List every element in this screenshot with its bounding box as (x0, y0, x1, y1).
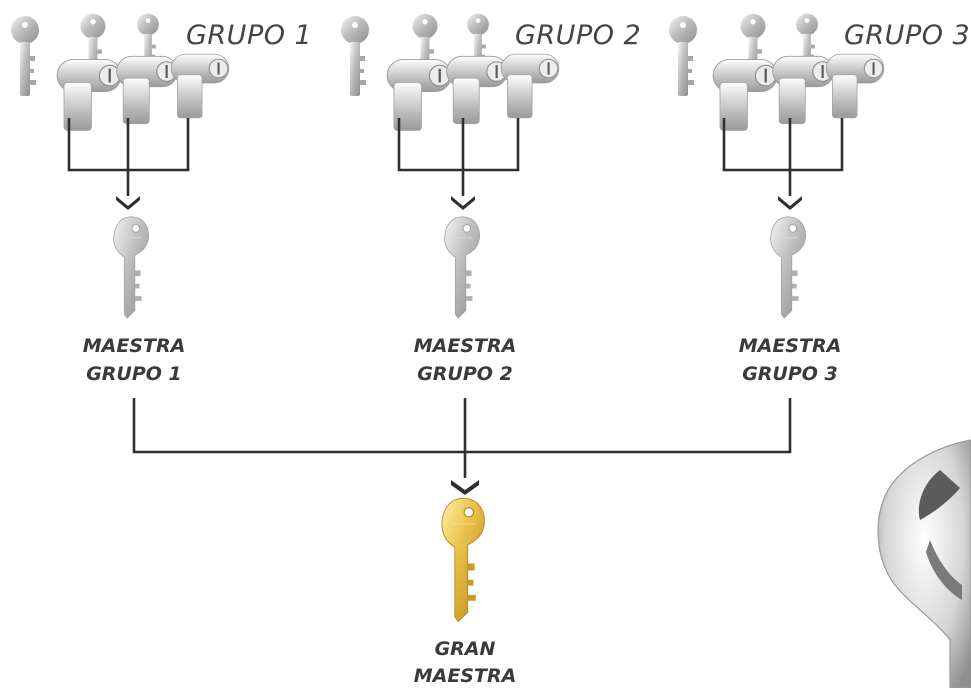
master-2-label-line2: GRUPO 2 (417, 363, 513, 385)
master-3-label-line2: GRUPO 3 (742, 363, 838, 385)
master-key-3-icon (770, 216, 807, 319)
chevron-down-icon (778, 196, 802, 210)
grand-master-key-icon (441, 497, 486, 623)
chevron-down-icon (451, 480, 479, 495)
large-cylinder-icon (877, 439, 971, 688)
master-1-label-line2: GRUPO 1 (86, 363, 182, 385)
grand-master-label-line2: MAESTRA (414, 665, 517, 687)
group-1-cylinders (56, 53, 230, 132)
group-2-cylinders (386, 53, 560, 132)
master-1-label-line1: MAESTRA (83, 335, 186, 357)
master-3-label-line1: MAESTRA (739, 335, 842, 357)
master-key-1-icon (113, 216, 150, 319)
group-2-connector (397, 118, 520, 196)
group-2-title: GRUPO 2 (515, 20, 641, 51)
group-3-title: GRUPO 3 (844, 20, 970, 51)
group-2: GRUPO 2 MAESTRA GRUPO 2 (341, 13, 641, 385)
grand-master-label-line1: GRAN (435, 638, 496, 660)
grand-master: GRAN MAESTRA (132, 398, 792, 687)
group-3: GRUPO 3 MAESTRA GRUPO 3 (669, 13, 970, 385)
group-1-title: GRUPO 1 (186, 20, 312, 51)
grand-master-connector (132, 398, 792, 478)
chevron-down-icon (116, 196, 140, 210)
chevron-down-icon (451, 196, 475, 210)
group-1: GRUPO 1 MAESTRA GRUPO 1 (11, 13, 312, 385)
group-1-connector (67, 118, 190, 196)
master-2-label-line1: MAESTRA (414, 335, 517, 357)
master-key-2-icon (444, 216, 481, 319)
group-3-cylinders (712, 53, 885, 132)
group-3-connector (722, 118, 844, 196)
